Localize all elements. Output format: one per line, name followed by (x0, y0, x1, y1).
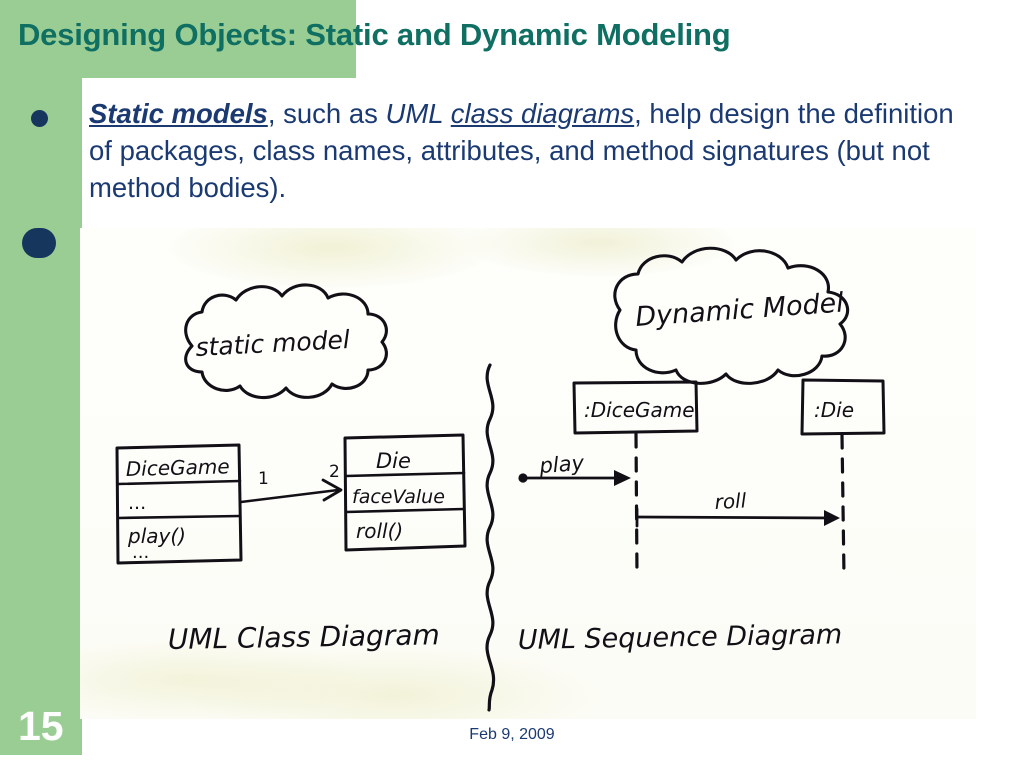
association-arrowhead (321, 478, 343, 502)
caption-uml-sequence-diagram: UML Sequence Diagram (518, 619, 843, 656)
green-title-block (0, 0, 356, 78)
bullet-segment-tail: , help design the definition of packages… (89, 98, 954, 203)
cloud-static-model-shape (184, 283, 388, 400)
message-arrow-play (614, 470, 631, 486)
sketch-drawing: static model Dynamic Model DiceGame ... … (115, 246, 886, 712)
class-name-dicegame: DiceGame (126, 454, 230, 481)
class-attrs-dicegame: ... (128, 492, 146, 514)
bullet-item-static-models: Static models, such as UML class diagram… (89, 95, 979, 206)
found-message-dot (518, 473, 528, 483)
message-label-roll: roll (714, 488, 747, 514)
multiplicity-one: 1 (258, 469, 269, 489)
paper-texture (80, 228, 976, 719)
bullet-marker-1 (31, 110, 48, 127)
lifeline-label-die: :Die (814, 398, 854, 422)
class-box-dicegame-divider-2 (116, 514, 242, 520)
class-box-dicegame-divider-1 (116, 479, 242, 486)
bullet-segment-such-as: , such as (267, 98, 386, 129)
class-extra-dicegame: ... (132, 542, 149, 563)
bullet-segment-class-diagrams: class diagrams (450, 98, 635, 129)
message-arrow-roll (824, 510, 840, 526)
class-ops-dicegame: play() (127, 524, 186, 548)
message-label-play: play (538, 451, 586, 478)
lifeline-box-dicegame (572, 380, 699, 435)
cloud-dynamic-model-label: Dynamic Model (634, 287, 845, 333)
caption-uml-class-diagram: UML Class Diagram (168, 618, 440, 656)
class-box-die-divider-2 (344, 507, 466, 514)
class-ops-die: roll() (356, 519, 403, 543)
multiplicity-two: 2 (329, 462, 340, 482)
lifeline-label-dicegame: :DiceGame (584, 398, 695, 422)
page-number: 15 (18, 703, 64, 749)
class-attrs-die: faceValue (352, 486, 445, 508)
whiteboard-sketch-image: static model Dynamic Model DiceGame ... … (80, 228, 976, 719)
bullet-marker-2 (22, 228, 56, 258)
content-card (82, 82, 1024, 232)
bullet-segment-static-models: Static models (89, 98, 268, 129)
footer-date: Feb 9, 2009 (469, 726, 555, 743)
bullet-segment-uml: UML (385, 98, 451, 129)
cloud-dynamic-model-shape (613, 246, 850, 385)
class-box-die-divider-1 (344, 471, 466, 478)
lifeline-dash-dicegame (634, 432, 639, 578)
class-name-die: Die (376, 449, 411, 473)
wavy-divider (485, 363, 496, 712)
association-line (239, 488, 340, 504)
page-title: Designing Objects: Static and Dynamic Mo… (18, 17, 731, 52)
lifeline-box-die (800, 378, 886, 436)
cloud-static-model-label: static model (195, 325, 351, 362)
message-line-roll (635, 515, 836, 520)
class-box-dicegame (115, 443, 243, 565)
lifeline-dash-die (840, 433, 846, 578)
